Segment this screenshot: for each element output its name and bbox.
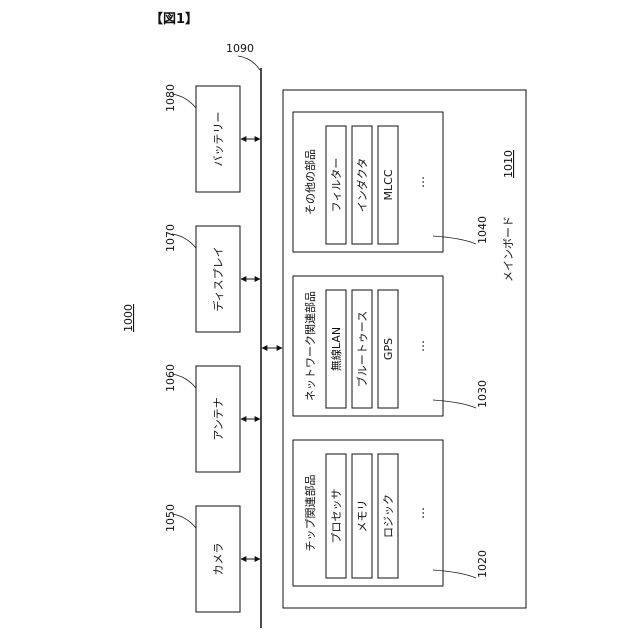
group-ellipsis: … bbox=[413, 176, 427, 188]
bus-ref: 1090 bbox=[226, 42, 254, 55]
component-label: GPS bbox=[382, 338, 395, 360]
peripheral-ref: 1050 bbox=[164, 504, 177, 532]
component-group-2: チップ関連部品プロセッサメモリロジック … 1020 bbox=[293, 440, 489, 586]
component-label: プロセッサ bbox=[330, 489, 343, 544]
component-label: インダクタ bbox=[355, 158, 369, 213]
mainboard-box bbox=[283, 90, 526, 608]
group-ref-leader bbox=[433, 570, 476, 578]
group-ref: 1040 bbox=[476, 216, 489, 244]
group-title: ネットワーク関連部品 bbox=[303, 291, 317, 401]
group-ellipsis: … bbox=[413, 507, 427, 519]
bus-ref-leader bbox=[238, 56, 260, 70]
peripheral-0: バッテリー 1080 bbox=[164, 84, 260, 192]
peripheral-ref: 1080 bbox=[164, 84, 177, 112]
component-group-0: その他の部品フィルターインダクタ MLCC … 1040 bbox=[293, 112, 489, 252]
mainboard-ref: 1010 bbox=[502, 150, 515, 178]
component-label: 無線LAN bbox=[329, 327, 343, 371]
component-label: MLCC bbox=[382, 169, 395, 200]
component-label: ロジック bbox=[382, 494, 395, 538]
peripheral-label: バッテリー bbox=[212, 112, 225, 167]
component-label: ブルートゥース bbox=[355, 311, 369, 387]
peripheral-label: アンテナ bbox=[212, 397, 225, 441]
mainboard-label: メインボード bbox=[502, 216, 515, 282]
group-title: その他の部品 bbox=[303, 149, 317, 215]
peripheral-ref: 1060 bbox=[164, 364, 177, 392]
group-ref-leader bbox=[433, 400, 476, 408]
component-label: メモリ bbox=[356, 500, 369, 533]
peripheral-label: ディスプレイ bbox=[211, 246, 225, 311]
system-ref: 1000 bbox=[122, 304, 135, 332]
group-title: チップ関連部品 bbox=[303, 475, 317, 552]
peripheral-2: アンテナ 1060 bbox=[164, 364, 260, 472]
group-ref: 1030 bbox=[476, 380, 489, 408]
group-ellipsis: … bbox=[413, 340, 427, 352]
peripheral-label: カメラ bbox=[212, 543, 225, 576]
component-label: フィルター bbox=[330, 158, 343, 213]
peripheral-1: ディスプレイ 1070 bbox=[164, 224, 260, 332]
group-ref-leader bbox=[433, 236, 476, 244]
peripheral-3: カメラ 1050 bbox=[164, 504, 260, 612]
component-group-1: ネットワーク関連部品無線LAN ブルートゥース GPS … 1030 bbox=[293, 276, 489, 416]
group-ref: 1020 bbox=[476, 550, 489, 578]
peripheral-ref: 1070 bbox=[164, 224, 177, 252]
